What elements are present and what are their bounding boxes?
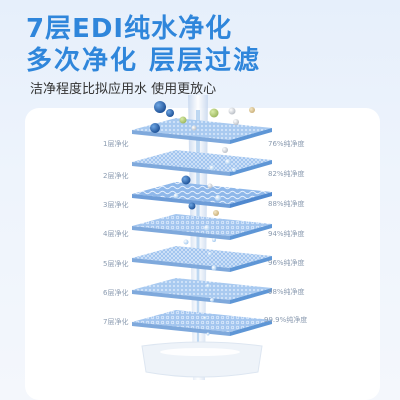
filter-layer-7 bbox=[132, 310, 272, 336]
purity-label-6: 98%纯净度 bbox=[268, 288, 305, 296]
title-line-1: 7层EDI纯水净化 bbox=[26, 14, 233, 44]
layer-label-4: 4层净化 bbox=[103, 230, 129, 238]
title-line-2: 多次净化 层层过滤 bbox=[26, 46, 262, 76]
filter-layer-5 bbox=[132, 246, 272, 272]
water-bubbles bbox=[173, 159, 236, 336]
purity-label-1: 76%纯净度 bbox=[268, 140, 305, 148]
filter-layer-3 bbox=[132, 182, 272, 208]
purity-label-7: 99.9%纯净度 bbox=[264, 316, 308, 324]
layer-label-1: 1层净化 bbox=[103, 140, 129, 148]
impurity-particles bbox=[150, 101, 255, 216]
layer-label-2: 2层净化 bbox=[103, 172, 129, 180]
filter-layer-4 bbox=[132, 214, 272, 240]
purity-label-5: 96%纯净度 bbox=[268, 259, 305, 267]
layer-label-3: 3层净化 bbox=[103, 201, 129, 209]
layer-label-6: 6层净化 bbox=[103, 289, 129, 297]
purity-label-2: 82%纯净度 bbox=[268, 170, 305, 178]
layer-label-5: 5层净化 bbox=[103, 260, 129, 268]
layer-label-7: 7层净化 bbox=[103, 318, 129, 326]
purity-label-4: 94%纯净度 bbox=[268, 230, 305, 238]
filter-layer-6 bbox=[132, 278, 272, 304]
clean-water-basin bbox=[141, 341, 263, 378]
filter-layer-2 bbox=[132, 150, 272, 176]
purity-label-3: 88%纯净度 bbox=[268, 200, 305, 208]
subtitle: 洁净程度比拟应用水 使用更放心 bbox=[30, 82, 217, 97]
filter-layer-1 bbox=[132, 118, 272, 144]
